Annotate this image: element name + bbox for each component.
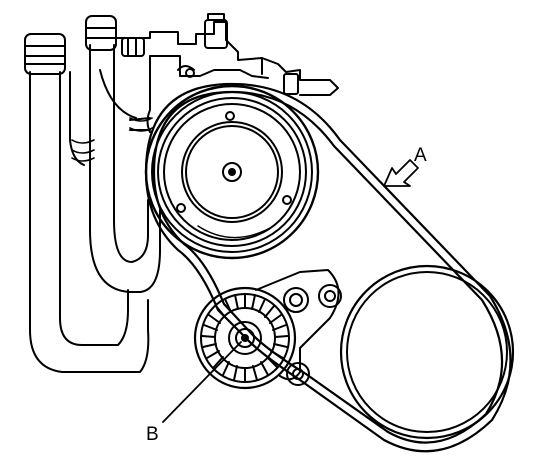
hose-clamps [71, 117, 153, 162]
tensioner-pulley [193, 286, 297, 390]
callout-a: A [383, 145, 427, 187]
refrigerant-hoses [24, 15, 161, 373]
hose-2 [89, 44, 161, 293]
tensioner-pulley-spokes [201, 293, 289, 383]
compressor-clutch-pulley [144, 84, 320, 260]
hose-1 [29, 71, 150, 373]
callout-a-arrow-icon [383, 159, 419, 187]
hose-3 [69, 69, 137, 166]
callout-b-leader-line [162, 341, 242, 423]
callout-b: B [146, 341, 242, 445]
compressor-manifold [115, 13, 339, 133]
hose-fittings [24, 15, 117, 75]
callout-a-label: A [414, 145, 427, 166]
callout-b-label: B [146, 424, 159, 445]
tensioner-bracket [255, 269, 342, 386]
large-drive-pulley [339, 264, 515, 440]
